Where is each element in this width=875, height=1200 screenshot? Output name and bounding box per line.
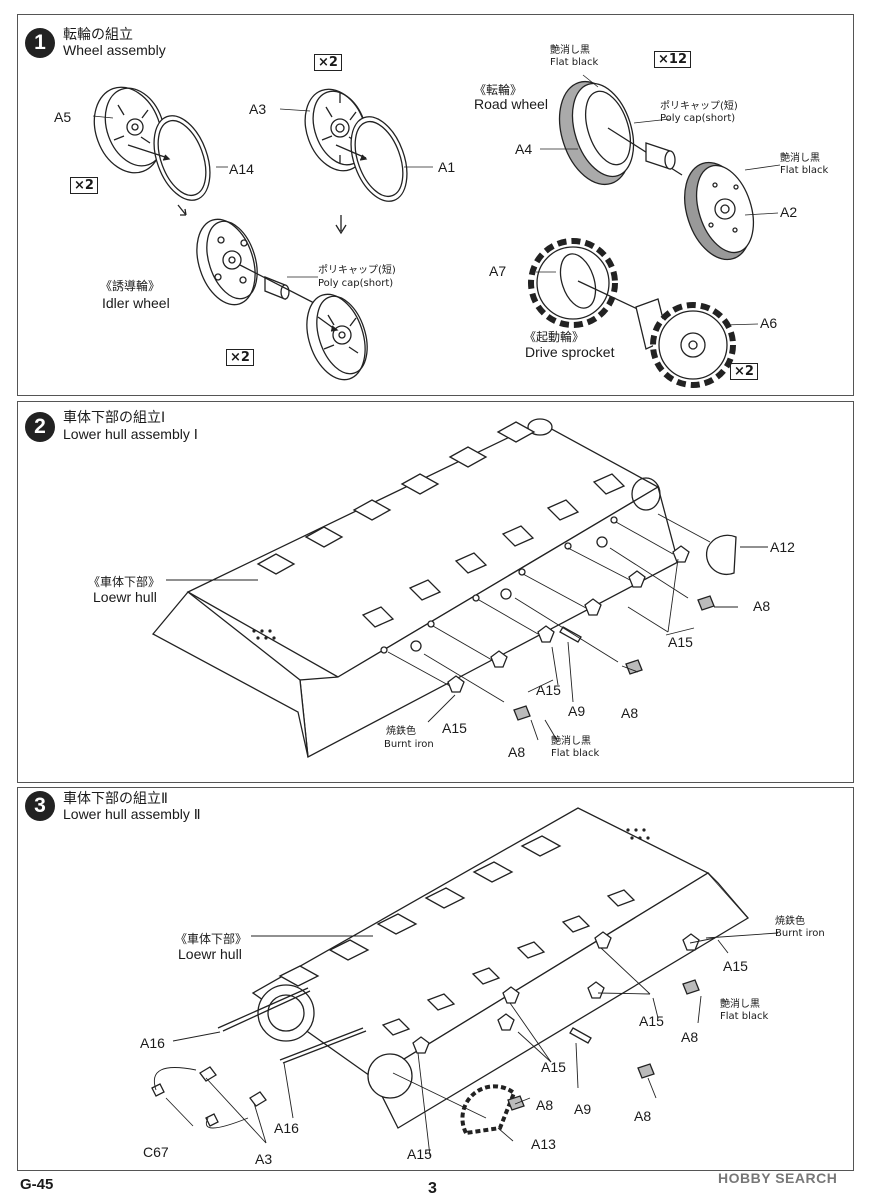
quantity-badge: ×2: [314, 54, 342, 71]
paint-note-jp: 焼鉄色: [386, 726, 416, 737]
part-label-a1: A1: [438, 159, 456, 175]
part-label-a3: A3: [249, 101, 267, 117]
part-label-a3: A3: [255, 1151, 273, 1167]
part-label-a5: A5: [54, 109, 72, 125]
lower-hull-name-jp: 《車体下部》: [175, 932, 248, 946]
part-label-a9: A9: [568, 703, 586, 719]
part-label-a15: A15: [541, 1059, 566, 1075]
wheel-assembly-illustration: [92, 74, 781, 388]
step-number: 3: [25, 791, 55, 821]
part-label-a15: A15: [668, 634, 693, 650]
step-title-jp: 車体下部の組立Ⅰ: [63, 410, 166, 426]
quantity-badge: ×2: [70, 177, 98, 194]
paint-note-en: Flat black: [550, 57, 599, 68]
paint-note-jp: 焼鉄色: [775, 916, 805, 927]
part-label-a7: A7: [489, 263, 507, 279]
paint-note-en: Flat black: [720, 1011, 769, 1022]
step-1-panel: 1 転輪の組立 Wheel assembly: [17, 14, 854, 396]
part-label-a16: A16: [274, 1120, 299, 1136]
lower-hull-illustration: [151, 418, 768, 759]
step-2-panel: 2 車体下部の組立Ⅰ Lower hull assembly Ⅰ: [17, 401, 854, 783]
model-code: G-45: [20, 1176, 54, 1193]
poly-cap-note-jp: ポリキャップ(短): [660, 101, 738, 112]
paint-note-en: Burnt iron: [384, 739, 434, 750]
part-label-a8: A8: [536, 1097, 554, 1113]
step-title-en: Lower hull assembly Ⅱ: [63, 806, 201, 822]
page-number: 3: [428, 1180, 437, 1197]
step-title-en: Lower hull assembly Ⅰ: [63, 426, 198, 442]
paint-note-jp: 艶消し黒: [780, 153, 820, 164]
quantity-badge: ×2: [730, 363, 758, 380]
paint-note-en: Flat black: [780, 165, 829, 176]
part-label-a2: A2: [780, 204, 798, 220]
part-label-a12: A12: [770, 539, 795, 555]
part-label-a8: A8: [621, 705, 639, 721]
paint-note-jp: 艶消し黒: [720, 999, 760, 1010]
step-title-en: Wheel assembly: [63, 42, 166, 58]
step-3-panel: 3 車体下部の組立Ⅱ Lower hull assembly Ⅱ: [17, 787, 854, 1171]
part-label-a8: A8: [508, 744, 526, 760]
paint-note-en: Flat black: [551, 748, 600, 759]
part-label-a15: A15: [723, 958, 748, 974]
step-number: 2: [25, 412, 55, 442]
poly-cap-note-jp: ポリキャップ(短): [318, 265, 396, 276]
watermark-brand: HOBBY SEARCH: [718, 1170, 838, 1186]
road-wheel-name-en: Road wheel: [474, 96, 548, 112]
road-wheel-name-jp: 《転輪》: [474, 83, 523, 97]
lower-hull-name-en: Loewr hull: [178, 946, 242, 962]
part-label-a15: A15: [407, 1146, 432, 1162]
lower-hull-name-en: Loewr hull: [93, 589, 157, 605]
step-title-jp: 転輪の組立: [63, 27, 133, 43]
paint-note-en: Burnt iron: [775, 928, 825, 939]
part-label-a8: A8: [681, 1029, 699, 1045]
lower-hull-name-jp: 《車体下部》: [88, 575, 161, 589]
part-label-a15: A15: [639, 1013, 664, 1029]
part-label-a16: A16: [140, 1035, 165, 1051]
part-label-a15: A15: [536, 682, 561, 698]
lower-hull-ii-illustration: [151, 807, 779, 1157]
part-label-a8: A8: [753, 598, 771, 614]
step-title-jp: 車体下部の組立Ⅱ: [63, 791, 168, 807]
step-number: 1: [25, 28, 55, 58]
quantity-badge: ×2: [226, 349, 254, 366]
poly-cap-note-en: Poly cap(short): [660, 113, 736, 124]
part-label-a8: A8: [634, 1108, 652, 1124]
idler-wheel-name-en: Idler wheel: [102, 295, 170, 311]
paint-note-jp: 艶消し黒: [550, 45, 590, 56]
part-label-a15: A15: [442, 720, 467, 736]
paint-note-jp: 艶消し黒: [551, 736, 591, 747]
part-label-a14: A14: [229, 161, 254, 177]
drive-sprocket-name-en: Drive sprocket: [525, 344, 615, 360]
quantity-badge: ×12: [654, 51, 691, 68]
part-label-a13: A13: [531, 1136, 556, 1152]
part-label-c67: C67: [143, 1144, 169, 1160]
part-label-a4: A4: [515, 141, 533, 157]
drive-sprocket-name-jp: 《起動輪》: [524, 330, 585, 344]
part-label-a6: A6: [760, 315, 778, 331]
idler-wheel-name-jp: 《誘導輪》: [100, 279, 161, 293]
poly-cap-note-en: Poly cap(short): [318, 278, 394, 289]
part-label-a9: A9: [574, 1101, 592, 1117]
